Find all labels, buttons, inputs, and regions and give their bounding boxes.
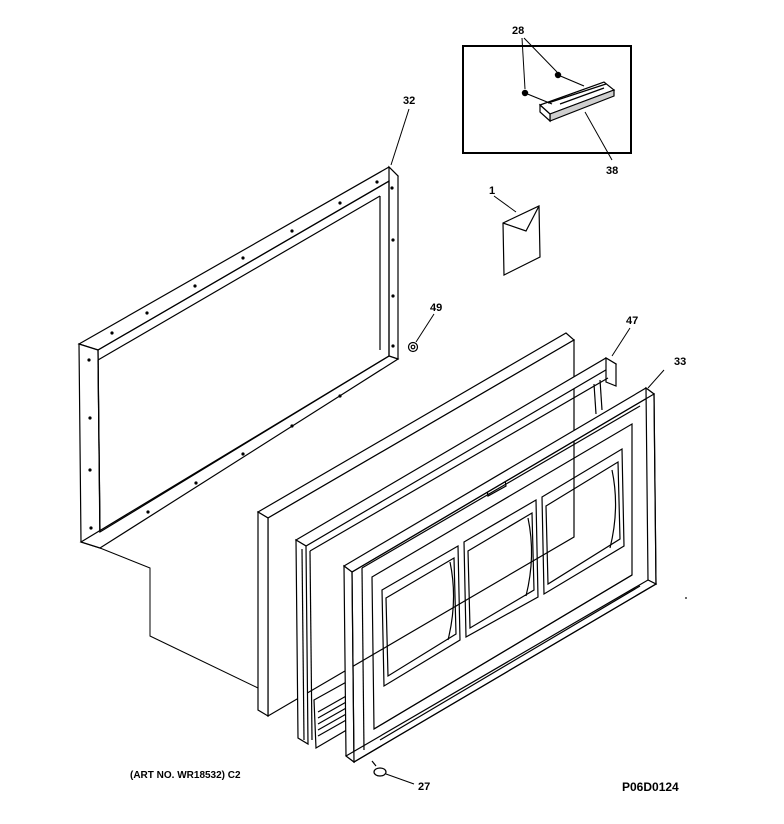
callout-32: 32 (403, 95, 415, 107)
screw-part-28-b (521, 89, 553, 105)
screw-part-28-a (554, 71, 585, 87)
callout-49: 49 (430, 302, 442, 314)
art-number: (ART NO. WR18532) C2 (130, 770, 241, 781)
inset-frame (462, 45, 632, 154)
alignment-line (99, 547, 259, 689)
frame-screw-holes (87, 180, 395, 530)
callout-28: 28 (512, 25, 524, 37)
inset-hinge-detail (462, 37, 632, 161)
callout-47: 47 (626, 315, 638, 327)
callout-38: 38 (606, 165, 618, 177)
plug-part-49 (407, 313, 435, 353)
rear-frame-part-32 (77, 108, 410, 549)
callout-27: 27 (418, 781, 430, 793)
hinge-bracket-part-38 (538, 81, 616, 123)
screw-part-27 (371, 760, 415, 785)
drawing-number: P06D0124 (622, 780, 679, 794)
callout-1: 1 (489, 185, 495, 197)
callout-33: 33 (674, 356, 686, 368)
door-window-panes (381, 447, 625, 688)
envelope-part-1 (493, 195, 541, 276)
stray-mark (685, 597, 687, 599)
door-frame-part-33 (342, 369, 665, 764)
